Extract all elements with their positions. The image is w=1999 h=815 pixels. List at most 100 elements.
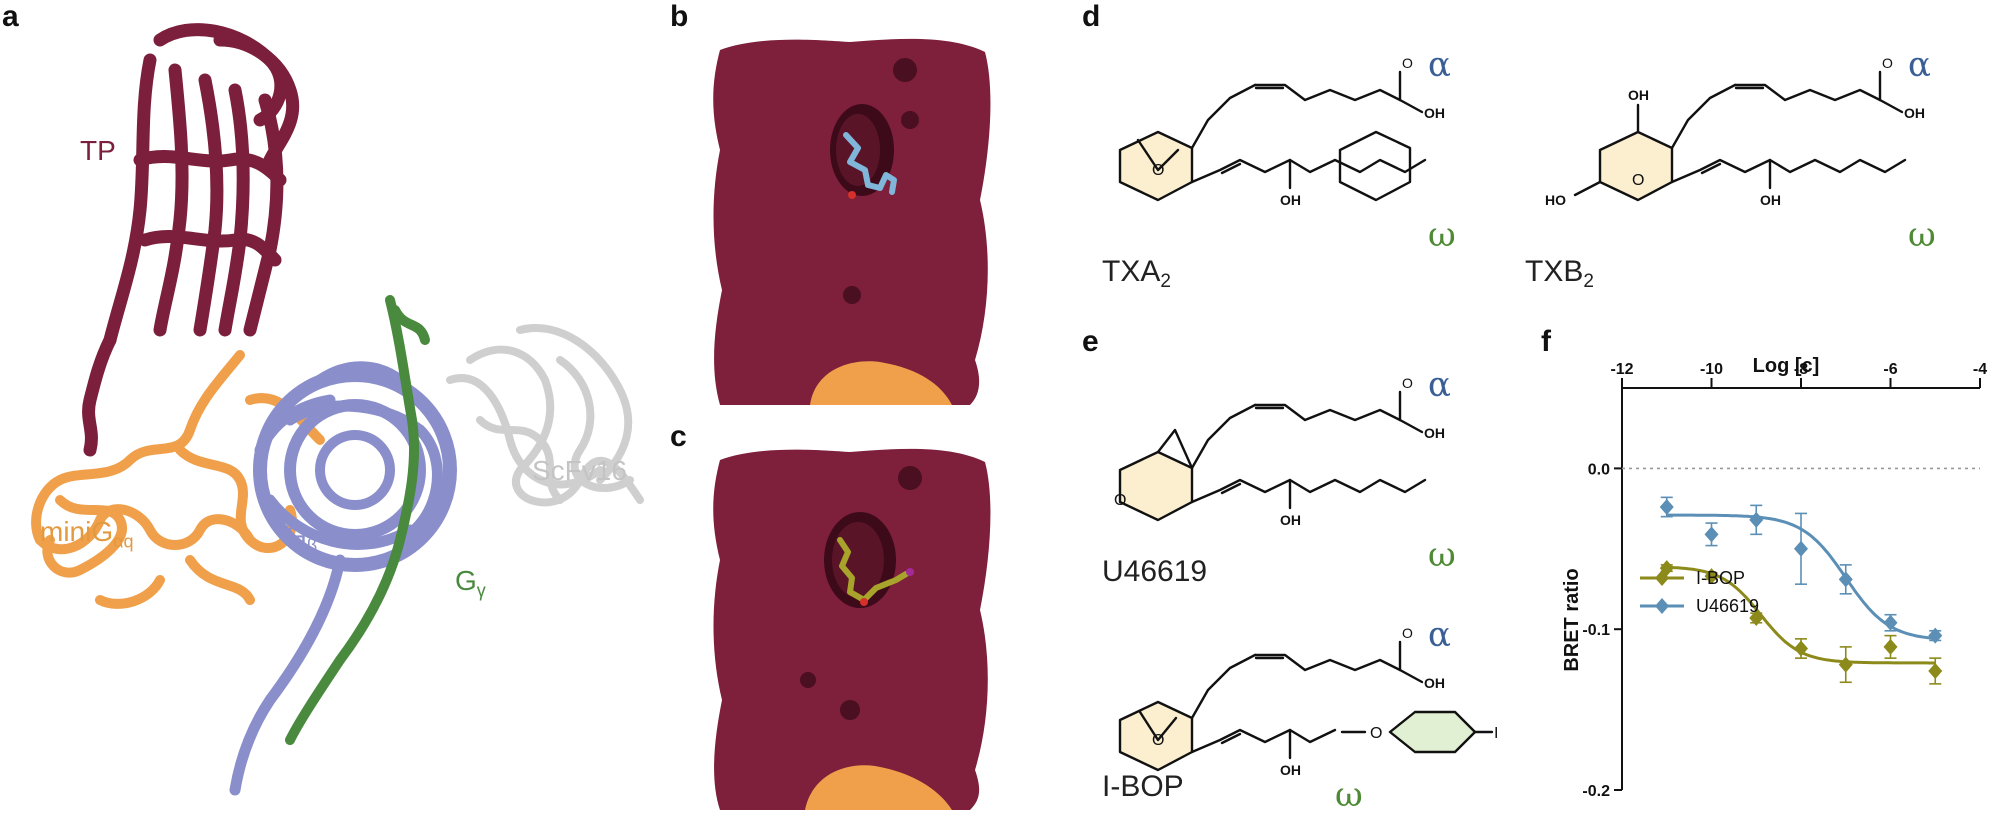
y-tick-label: 0.0 bbox=[1588, 461, 1610, 478]
x-tick-label: -8 bbox=[1794, 361, 1808, 378]
panel-label-f: f bbox=[1541, 325, 1551, 358]
panel-a-structure: TP ScFv16 miniGαq Gβ Gγ bbox=[0, 0, 670, 810]
chart-legend: I-BOP U46619 bbox=[1640, 568, 1759, 616]
ligand-ibop-stick bbox=[837, 537, 909, 603]
ibop-structure bbox=[1118, 640, 1494, 772]
txb2-alpha-label: α bbox=[1908, 45, 1931, 85]
data-point bbox=[1928, 627, 1943, 644]
u46619-oh-acid: OH bbox=[1424, 425, 1445, 441]
complex-structure-illustration bbox=[31, 23, 644, 796]
txa2-omega-label: ω bbox=[1428, 215, 1456, 255]
chart-title: Log [c] bbox=[1753, 355, 1820, 377]
data-point bbox=[1749, 609, 1764, 626]
minigaq-ribbon bbox=[31, 350, 325, 609]
tp-receptor-ribbon bbox=[82, 23, 300, 457]
txb2-structure bbox=[1338, 130, 1412, 202]
u46619-omega-label: ω bbox=[1428, 535, 1456, 575]
x-tick-label: -6 bbox=[1883, 361, 1897, 378]
ibop-carbonyl-o: O bbox=[1402, 625, 1413, 641]
ibop-o-label: O bbox=[1152, 732, 1164, 749]
ggamma-label: Gγ bbox=[455, 565, 486, 602]
txb2-name: TXB2 bbox=[1525, 255, 1594, 293]
txb2-structure-svg: O O OH OH OH HO bbox=[1545, 55, 1925, 208]
x-tick-label: -12 bbox=[1610, 361, 1633, 378]
u46619-oh-15: OH bbox=[1280, 512, 1301, 528]
legend-label-i-bop: I-BOP bbox=[1696, 568, 1745, 588]
data-point bbox=[1659, 560, 1674, 577]
legend-marker bbox=[1655, 570, 1669, 586]
ibop-name: I-BOP bbox=[1102, 770, 1184, 803]
chart-ticks: -12 -10 -8 -6 -4 0.0 -0.1 -0.2 bbox=[1582, 361, 1987, 800]
ibop-oh-15: OH bbox=[1280, 762, 1301, 778]
data-point bbox=[1883, 638, 1898, 655]
ggamma-label-sub: γ bbox=[476, 580, 486, 601]
x-tick-label: -4 bbox=[1973, 361, 1987, 378]
panel-label-e: e bbox=[1082, 325, 1099, 358]
txa2-name: TXA2 bbox=[1102, 255, 1171, 293]
ibop-alpha-label: α bbox=[1428, 615, 1451, 655]
data-point bbox=[1838, 571, 1853, 588]
chart-ylabel: BRET ratio bbox=[1561, 568, 1583, 671]
txb2-carbonyl-o: O bbox=[1882, 55, 1893, 71]
data-point bbox=[1704, 526, 1719, 543]
dose-response-chart: Log [c] BRET ratio -12 -10 -8 -6 -4 0.0 -0.1 -0… bbox=[1561, 355, 1987, 800]
data-point bbox=[1794, 640, 1808, 657]
txb2-omega-label: ω bbox=[1908, 215, 1936, 255]
ggamma-label-main: G bbox=[455, 565, 477, 596]
minigaq-label-sub: αq bbox=[113, 531, 134, 552]
tp-label: TP bbox=[80, 135, 116, 166]
ibop-ether-o: O bbox=[1370, 725, 1382, 742]
ibop-omega-label: ω bbox=[1335, 775, 1363, 815]
pocket-surface-b bbox=[713, 38, 991, 405]
u46619-carbonyl-o: O bbox=[1402, 375, 1413, 391]
txa2-name-sub: 2 bbox=[1160, 271, 1171, 292]
chart-points bbox=[1659, 496, 1943, 685]
legend-label-u46619: U46619 bbox=[1696, 596, 1759, 616]
txb2-oh-acid: OH bbox=[1904, 105, 1925, 121]
txa2-carbonyl-o: O bbox=[1402, 55, 1413, 71]
panel-c-pocket bbox=[700, 440, 1000, 810]
pocket-surface-c bbox=[713, 448, 991, 810]
gbeta-label-main: G bbox=[285, 520, 307, 551]
u46619-structure bbox=[1118, 390, 1427, 522]
gbeta-label: Gβ bbox=[285, 520, 317, 557]
gbeta-label-sub: β bbox=[306, 535, 318, 556]
txb2-name-sub: 2 bbox=[1583, 271, 1594, 292]
panel-label-d: d bbox=[1082, 0, 1101, 33]
u46619-o-label: O bbox=[1114, 492, 1126, 509]
txb2-oh-15: OH bbox=[1760, 192, 1781, 208]
data-point bbox=[1838, 656, 1853, 673]
data-point bbox=[1928, 663, 1943, 680]
txa2-name-main: TXA bbox=[1102, 255, 1161, 288]
scfv16-label: ScFv16 bbox=[532, 455, 627, 486]
txa2-structure bbox=[1118, 70, 1427, 202]
y-tick-label: -0.1 bbox=[1582, 622, 1610, 639]
data-point bbox=[1749, 511, 1764, 528]
data-point bbox=[1704, 568, 1719, 585]
minigaq-label: miniGαq bbox=[40, 516, 134, 553]
data-point bbox=[1794, 540, 1808, 557]
gbeta-ribbon bbox=[229, 361, 457, 796]
txa2-oh-acid: OH bbox=[1424, 105, 1445, 121]
ibop-oh-acid: OH bbox=[1424, 675, 1445, 691]
minigaq-label-main: miniG bbox=[40, 516, 114, 547]
txa2-alpha-label: α bbox=[1428, 45, 1451, 85]
data-point bbox=[1883, 614, 1898, 631]
panel-b-pocket bbox=[700, 30, 1000, 405]
ggamma-ribbon bbox=[285, 295, 430, 745]
u46619-name: U46619 bbox=[1102, 555, 1208, 588]
chart-axes bbox=[1621, 387, 1980, 790]
data-point bbox=[1659, 498, 1674, 515]
txb2-name-main: TXB bbox=[1525, 255, 1584, 288]
txb2-ho-label: HO bbox=[1545, 192, 1566, 208]
y-tick-label: -0.2 bbox=[1582, 783, 1610, 800]
x-tick-label: -10 bbox=[1700, 361, 1723, 378]
legend-marker bbox=[1655, 598, 1669, 614]
ibop-iodine: I bbox=[1494, 725, 1498, 742]
scfv16-ribbon bbox=[446, 324, 644, 507]
panel-label-c: c bbox=[670, 420, 687, 453]
u46619-alpha-label: α bbox=[1428, 365, 1451, 405]
txb2-oh-11: OH bbox=[1628, 87, 1649, 103]
panel-label-a: a bbox=[2, 0, 19, 33]
panel-label-b: b bbox=[670, 0, 689, 33]
